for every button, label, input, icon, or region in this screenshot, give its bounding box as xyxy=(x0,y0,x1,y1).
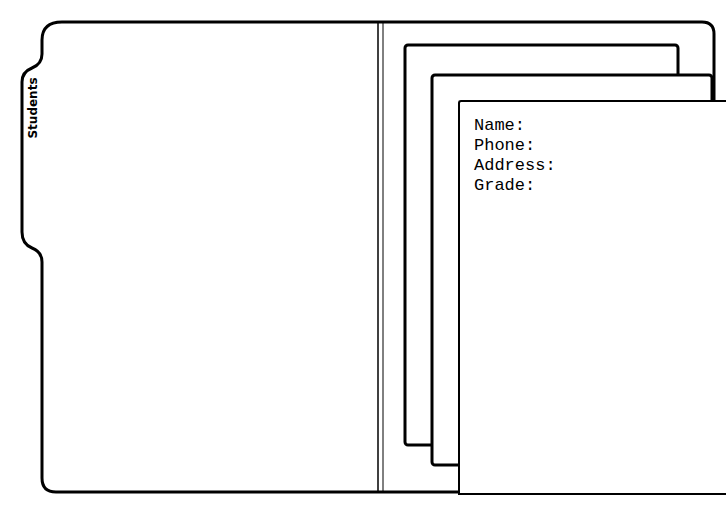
index-card: Name:Phone:Address:Grade: xyxy=(458,100,726,495)
folder-tab-label: Students xyxy=(26,77,40,138)
folder-fold xyxy=(377,23,379,491)
folder-fold xyxy=(383,23,384,491)
card-field-label: Grade: xyxy=(474,176,726,196)
card-field-label: Name: xyxy=(474,116,726,136)
card-field-label: Address: xyxy=(474,156,726,176)
card-field-label: Phone: xyxy=(474,136,726,156)
